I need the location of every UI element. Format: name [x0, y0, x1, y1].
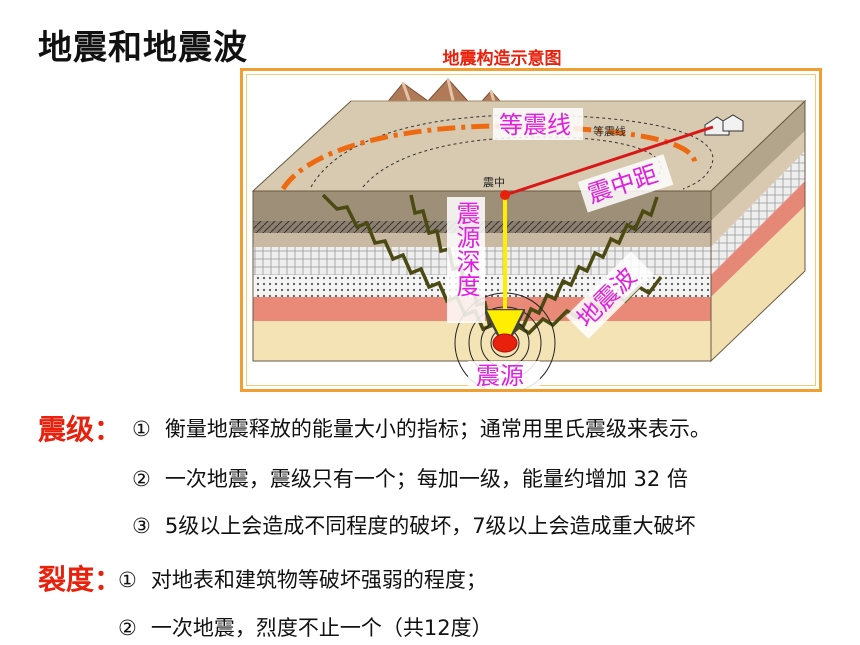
- isoseismal-label: 等震线: [499, 111, 571, 139]
- focal-depth-label: 震源深度: [452, 201, 480, 297]
- focus-dot: [492, 333, 518, 353]
- page-title: 地震和地震波: [38, 28, 248, 68]
- town-icon: [704, 114, 744, 136]
- magnitude-label: 震级：: [38, 413, 123, 446]
- epicentral-distance-line: [504, 125, 714, 197]
- intensity-label: 裂度：: [38, 563, 123, 596]
- isoseismal-small-label: 等震线: [593, 124, 626, 138]
- focus-label: 震源: [476, 362, 524, 389]
- epicenter-small-label: 震中: [483, 176, 505, 189]
- epicenter-dot: [500, 190, 510, 200]
- earthquake-diagram: 等震线 震中 等震线 震中距 震源深度 地震波 震源: [251, 78, 807, 389]
- diagram-frame: 等震线 震中 等震线 震中距 震源深度 地震波 震源: [240, 68, 822, 392]
- diagram-caption: 地震构造示意图: [442, 49, 562, 69]
- side-face: [710, 99, 806, 363]
